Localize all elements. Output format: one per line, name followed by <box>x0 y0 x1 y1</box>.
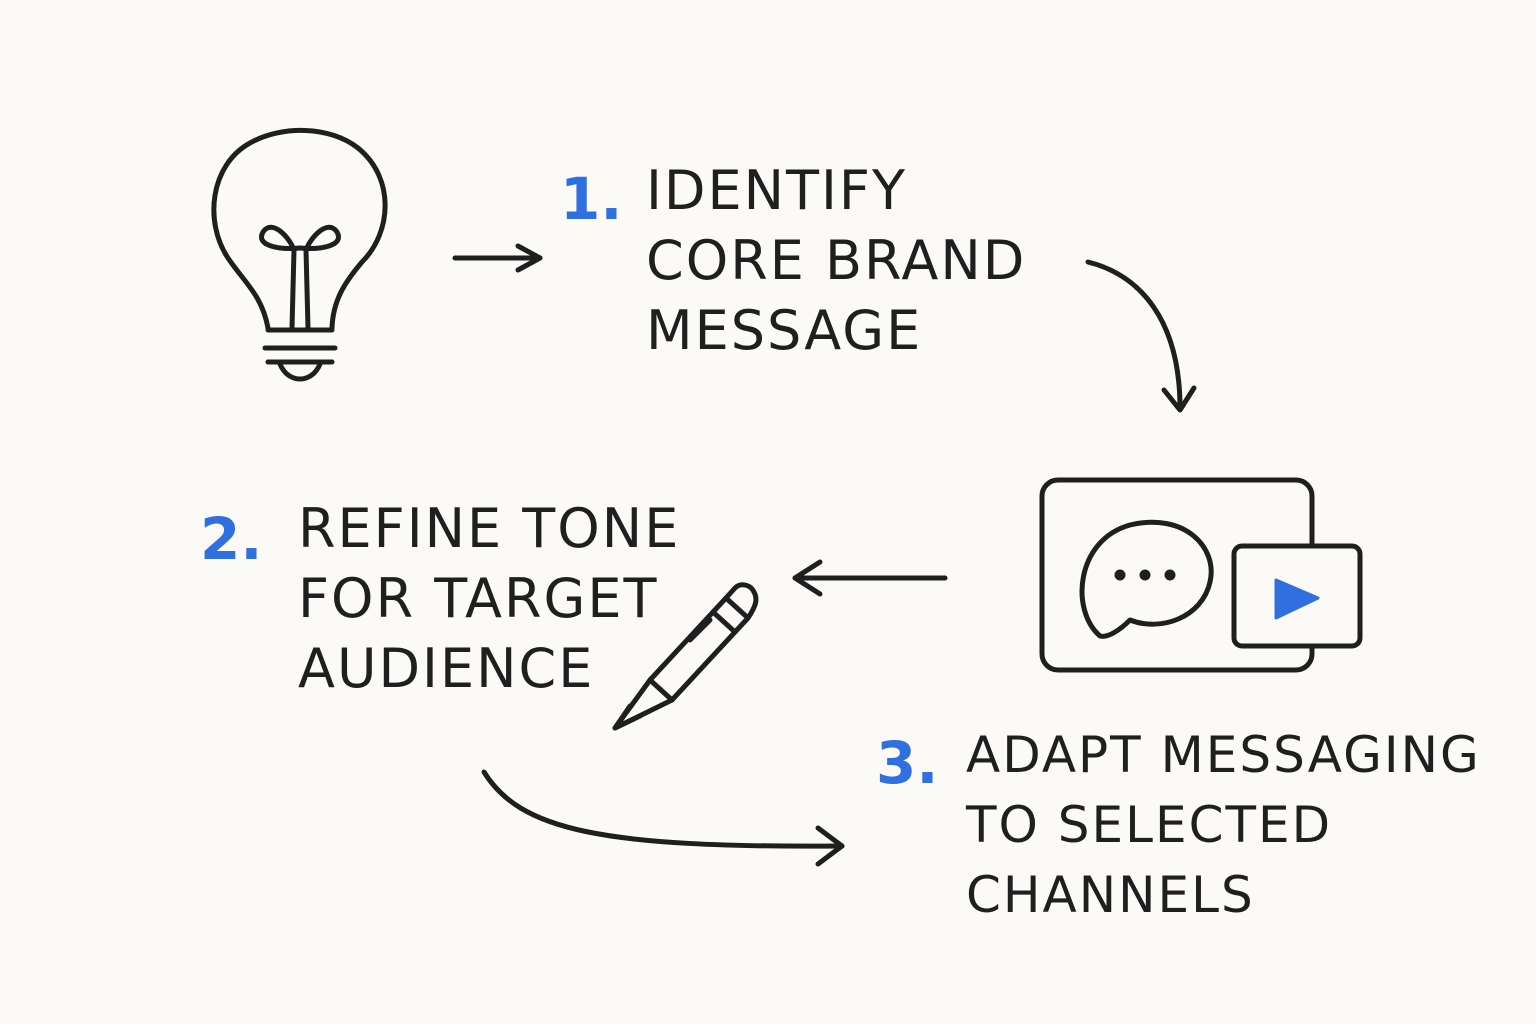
step-3-line-2: TO SELECTED <box>966 796 1333 854</box>
arrow-to-channels <box>1085 259 1197 413</box>
step-3-label: ADAPT MESSAGING TO SELECTED CHANNELS <box>966 720 1481 930</box>
step-2-line-2: FOR TARGET <box>298 567 659 630</box>
step-2-label: REFINE TONE FOR TARGET AUDIENCE <box>298 494 680 704</box>
step-1-number: 1. <box>560 165 623 233</box>
step-3-line-1: ADAPT MESSAGING <box>966 726 1481 784</box>
step-2-line-1: REFINE TONE <box>298 497 681 560</box>
lightbulb-icon <box>211 127 388 382</box>
step-2-line-3: AUDIENCE <box>298 637 595 700</box>
arrow-to-step-2 <box>792 559 948 597</box>
step-3-number: 3. <box>876 729 939 797</box>
step-1-line-2: CORE BRAND <box>646 229 1027 292</box>
step-3-line-3: CHANNELS <box>966 866 1255 924</box>
arrow-to-step-3 <box>481 769 845 867</box>
step-2-number: 2. <box>200 505 263 573</box>
channels-icon <box>1039 477 1363 673</box>
step-1-label: IDENTIFY CORE BRAND MESSAGE <box>646 156 1026 366</box>
play-icon <box>1274 578 1320 620</box>
chat-bubble-icon <box>1079 519 1214 639</box>
step-1-line-1: IDENTIFY <box>646 159 907 222</box>
step-1-line-3: MESSAGE <box>646 299 923 362</box>
pencil-icon <box>612 582 759 731</box>
arrow-to-step-1 <box>452 243 543 273</box>
